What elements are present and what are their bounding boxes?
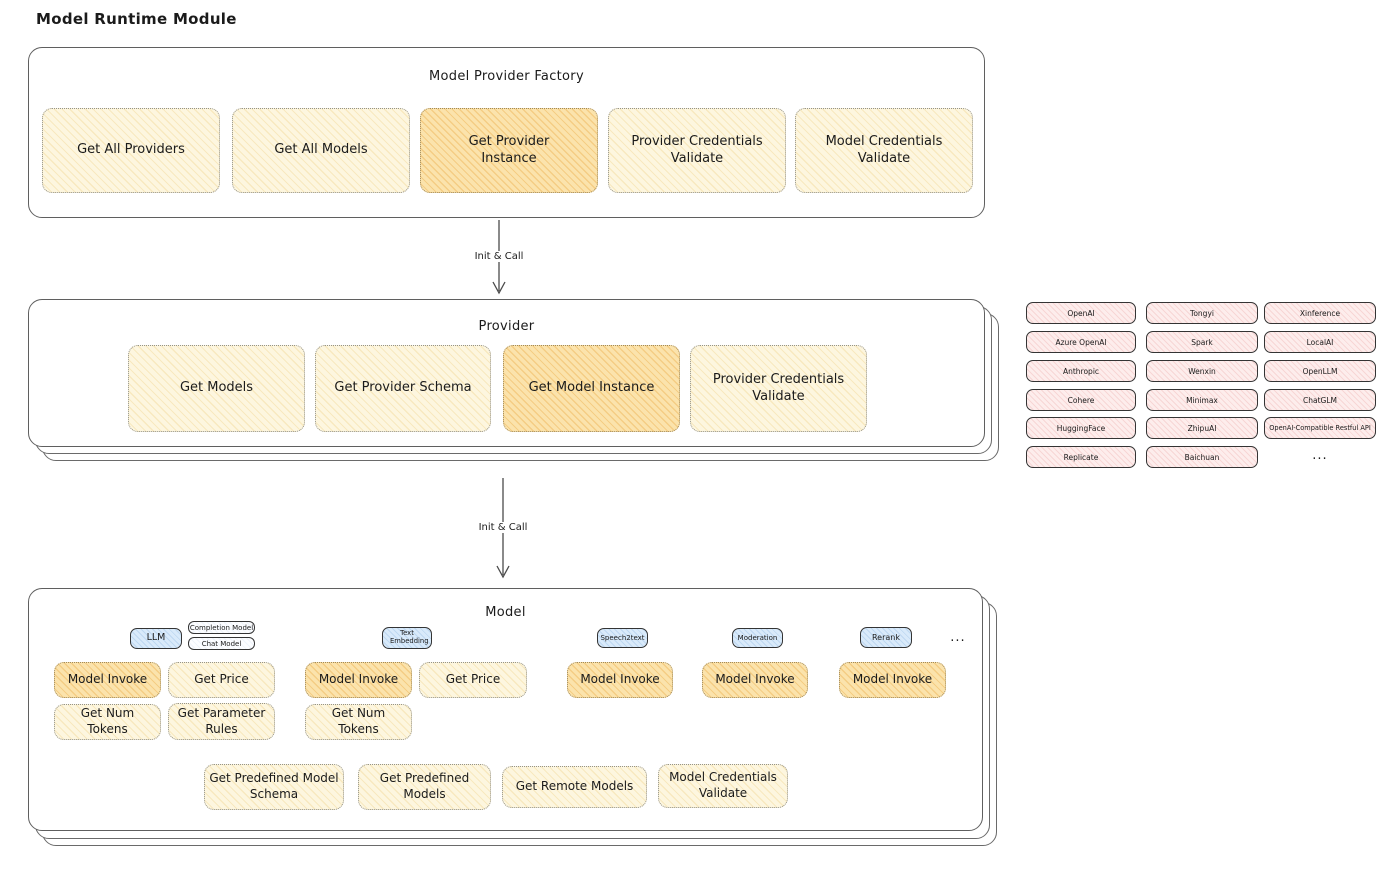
provider-box-label: Provider Credentials Validate	[712, 371, 845, 404]
provider-pill-xinference: Xinference	[1264, 302, 1376, 324]
te-get-num-tokens-box: Get Num Tokens	[305, 704, 412, 740]
tab-label: Text Embedding	[390, 629, 429, 645]
tab-text-embedding: Text Embedding	[382, 627, 432, 649]
provider-pill-baichuan: Baichuan	[1146, 446, 1258, 468]
chip-completion-model: Completion Model	[188, 621, 255, 634]
provider-pill-cohere: Cohere	[1026, 389, 1136, 411]
chip-chat-model: Chat Model	[188, 637, 255, 650]
provider-box-get-model-instance: Get Model Instance	[503, 345, 680, 432]
factory-box-model-credentials-validate: Model Credentials Validate	[795, 108, 973, 193]
moderation-model-invoke-box: Model Invoke	[702, 662, 808, 698]
provider-pill-zhipuai: ZhipuAI	[1146, 417, 1258, 439]
llm-get-num-tokens-box: Get Num Tokens	[54, 704, 161, 740]
llm-get-price-box: Get Price	[168, 662, 275, 698]
provider-box-get-provider-schema: Get Provider Schema	[315, 345, 491, 432]
provider-pill-openai: OpenAI	[1026, 302, 1136, 324]
provider-box-label: Get Models	[179, 380, 254, 396]
provider-box-label: Get Provider Schema	[334, 380, 472, 396]
factory-box-get-all-models: Get All Models	[232, 108, 410, 193]
provider-pill-minimax: Minimax	[1146, 389, 1258, 411]
init-call-label-top: Init & Call	[468, 251, 530, 262]
provider-pill-huggingface: HuggingFace	[1026, 417, 1136, 439]
provider-pill-openai-compatible-restful-api: OpenAI-Compatible Restful API	[1264, 417, 1376, 439]
provider-pill-localai: LocalAI	[1264, 331, 1376, 353]
factory-box-label: Provider Credentials Validate	[631, 133, 763, 166]
factory-box-label: Get Provider Instance	[468, 133, 550, 166]
op-label: Get Predefined Models	[379, 771, 470, 801]
provider-pill-tongyi: Tongyi	[1146, 302, 1258, 324]
factory-title: Model Provider Factory	[429, 69, 584, 84]
provider-pill-anthropic: Anthropic	[1026, 360, 1136, 382]
provider-box-get-models: Get Models	[128, 345, 305, 432]
provider-pill-openllm: OpenLLM	[1264, 360, 1376, 382]
s2t-model-invoke-box: Model Invoke	[567, 662, 673, 698]
factory-box-label: Get All Providers	[77, 142, 185, 158]
model-tabs-ellipsis: ...	[950, 630, 966, 645]
tab-moderation: Moderation	[732, 628, 783, 648]
provider-pill-wenxin: Wenxin	[1146, 360, 1258, 382]
init-call-label-bottom: Init & Call	[472, 522, 534, 533]
tab-rerank: Rerank	[860, 627, 912, 648]
provider-pill-chatglm: ChatGLM	[1264, 389, 1376, 411]
op-label: Get Parameter Rules	[177, 705, 266, 736]
page-title: Model Runtime Module	[36, 10, 237, 28]
tab-llm: LLM	[130, 628, 182, 649]
provider-grid-ellipsis: ...	[1312, 448, 1328, 463]
provider-pill-azure-openai: Azure OpenAI	[1026, 331, 1136, 353]
model-get-remote-models-box: Get Remote Models	[502, 766, 647, 808]
op-label: Get Predefined Model Schema	[209, 771, 339, 801]
te-get-price-box: Get Price	[419, 662, 527, 698]
tab-speech2text: Speech2text	[597, 628, 648, 648]
rerank-model-invoke-box: Model Invoke	[839, 662, 946, 698]
llm-model-invoke-box: Model Invoke	[54, 662, 161, 698]
model-get-predefined-models-box: Get Predefined Models	[358, 764, 491, 810]
te-model-invoke-box: Model Invoke	[305, 662, 412, 698]
factory-box-get-all-providers: Get All Providers	[42, 108, 220, 193]
factory-box-provider-credentials-validate: Provider Credentials Validate	[608, 108, 786, 193]
provider-pill-spark: Spark	[1146, 331, 1258, 353]
factory-box-label: Get All Models	[274, 142, 368, 158]
provider-title: Provider	[478, 319, 535, 334]
provider-box-provider-credentials-validate: Provider Credentials Validate	[690, 345, 867, 432]
model-get-predefined-model-schema-box: Get Predefined Model Schema	[204, 764, 344, 810]
factory-box-get-provider-instance: Get Provider Instance	[420, 108, 598, 193]
model-title: Model	[485, 605, 526, 620]
factory-box-label: Model Credentials Validate	[825, 133, 943, 166]
provider-box-label: Get Model Instance	[528, 380, 655, 396]
op-label: Model Credentials Validate	[669, 770, 777, 800]
provider-pill-replicate: Replicate	[1026, 446, 1136, 468]
llm-get-parameter-rules-box: Get Parameter Rules	[168, 703, 275, 740]
model-credentials-validate-box: Model Credentials Validate	[658, 764, 788, 808]
